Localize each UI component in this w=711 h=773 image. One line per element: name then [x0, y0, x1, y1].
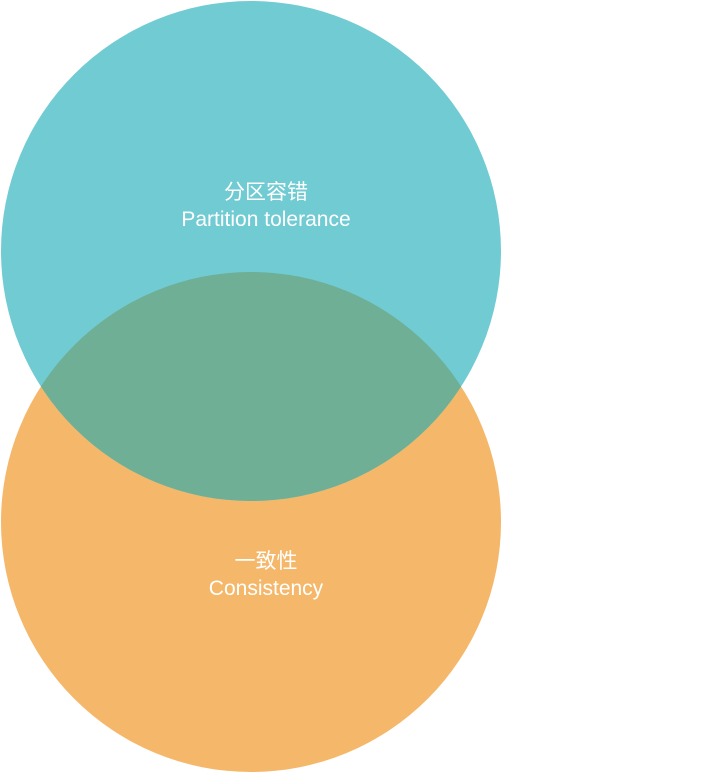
venn-overlap-region: [1, 272, 501, 501]
consistency-label-zh: 一致性: [234, 549, 298, 573]
consistency-label-en: Consistency: [208, 577, 324, 601]
partition-tolerance-label-en: Partition tolerance: [181, 208, 351, 232]
consistency-label: 一致性 Consistency: [209, 548, 323, 603]
partition-tolerance-label-zh: 分区容错: [223, 180, 308, 204]
partition-tolerance-label: 分区容错 Partition tolerance: [181, 179, 350, 234]
